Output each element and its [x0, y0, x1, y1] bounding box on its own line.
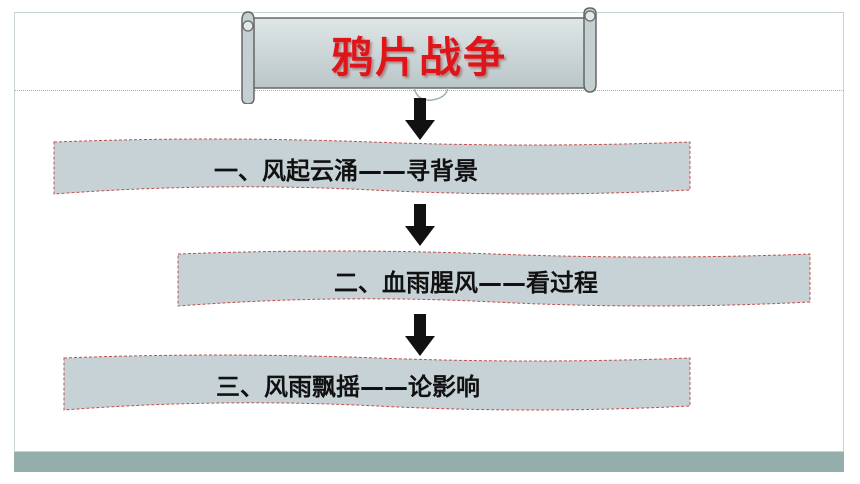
- divider-line: [15, 90, 844, 91]
- banner-shape: [177, 250, 811, 307]
- scroll-shape: [241, 7, 597, 104]
- down-arrow-icon: [405, 98, 435, 140]
- banner-label: 一、风起云涌——寻背景: [214, 156, 478, 185]
- down-arrow-icon: [405, 204, 435, 246]
- banner-item-2: 二、血雨腥风——看过程: [176, 250, 812, 310]
- banner-item-3: 三、风雨飘摇——论影响: [62, 354, 692, 414]
- banner-shape: [63, 354, 691, 411]
- banner-label: 二、血雨腥风——看过程: [334, 268, 598, 297]
- title-scroll: 鸦片战争: [236, 6, 602, 104]
- bottom-band: [14, 452, 844, 472]
- banner-label: 三、风雨飘摇——论影响: [216, 372, 480, 401]
- page-title: 鸦片战争: [330, 33, 507, 82]
- banner-shape: [53, 138, 691, 195]
- down-arrow-icon: [405, 314, 435, 356]
- banner-item-1: 一、风起云涌——寻背景: [52, 138, 692, 198]
